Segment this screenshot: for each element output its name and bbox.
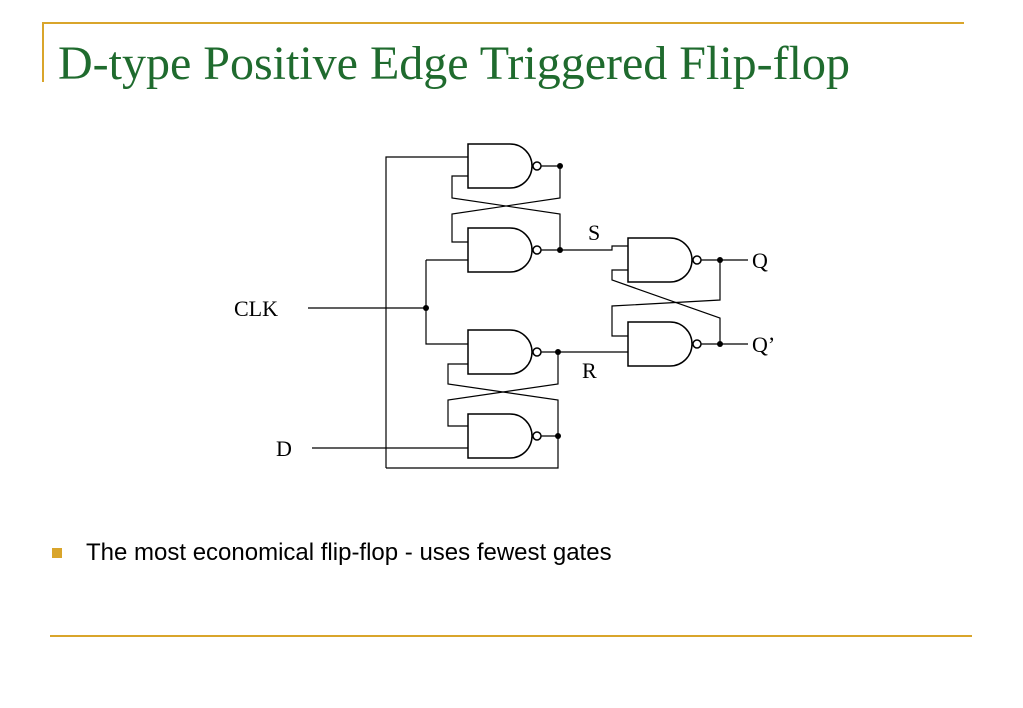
- q-label: Q: [752, 248, 768, 273]
- square-bullet-icon: [52, 548, 62, 558]
- s-label: S: [588, 220, 600, 245]
- bullet-text: The most economical flip-flop - uses few…: [86, 539, 612, 566]
- nand-gate-1: [467, 143, 542, 189]
- q-bar-label: Q’: [752, 332, 775, 357]
- nand-gate-3: [467, 329, 542, 375]
- slide-title: D-type Positive Edge Triggered Flip-flop: [58, 37, 850, 90]
- bottom-accent-line: [50, 635, 972, 637]
- nand-gate-q: [627, 237, 702, 283]
- nand-gate-4: [467, 413, 542, 459]
- junction-dots: [423, 163, 723, 439]
- circuit-wires: [308, 156, 748, 469]
- nand-gate-q-bar: [627, 321, 702, 367]
- left-accent-line: [42, 22, 44, 82]
- top-accent-line: [42, 22, 964, 24]
- nand-gate-2: [467, 227, 542, 273]
- clk-label: CLK: [234, 296, 278, 321]
- d-label: D: [276, 436, 292, 461]
- r-label: R: [582, 358, 597, 383]
